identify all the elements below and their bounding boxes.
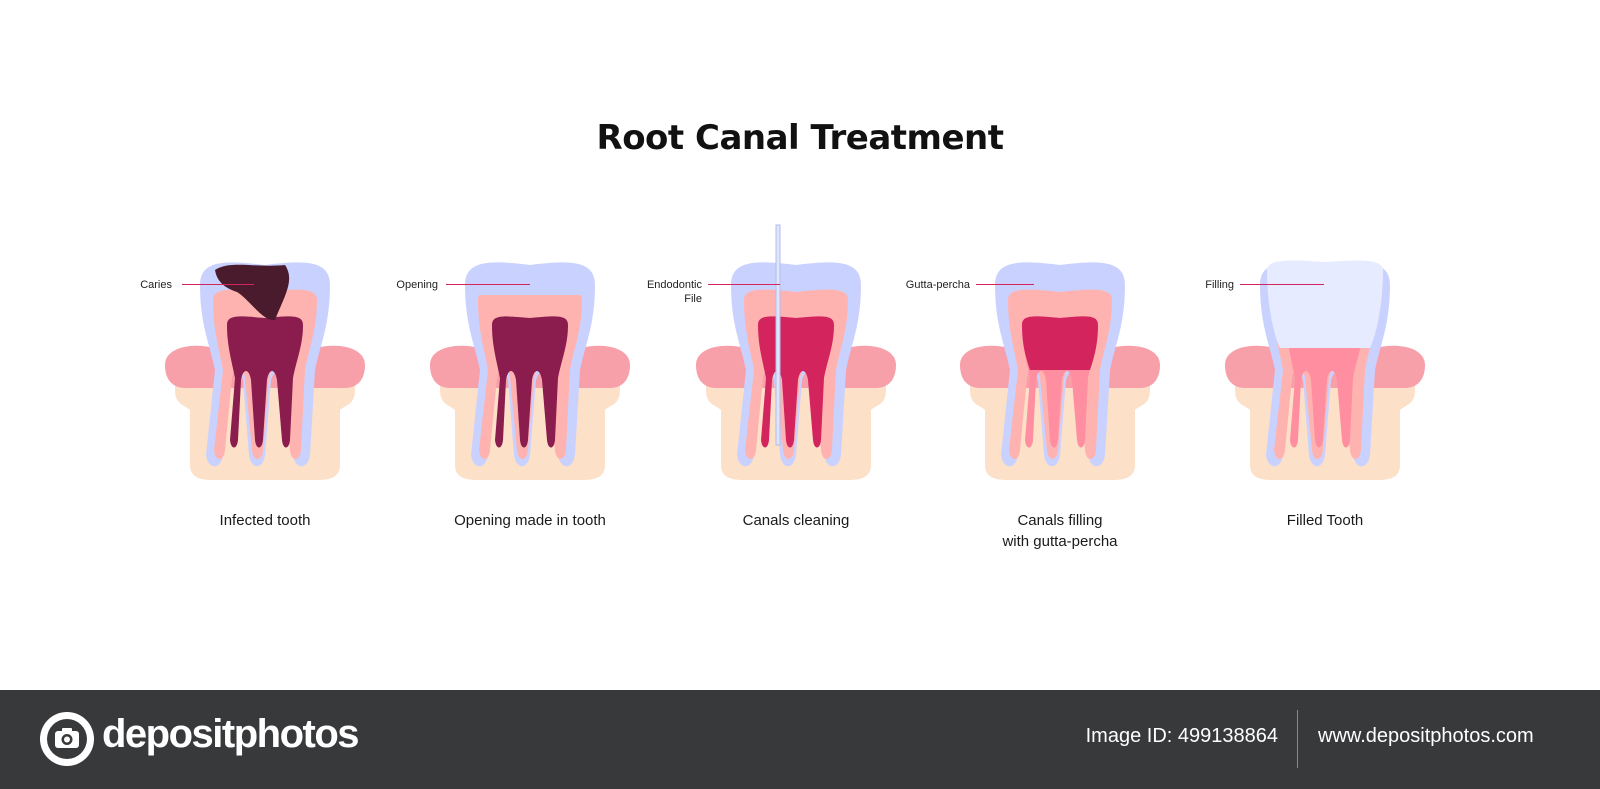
- callout-leader-line: [182, 284, 254, 285]
- callout-leader-line: [446, 284, 530, 285]
- step-label-cleaning: Canals cleaning: [742, 512, 850, 529]
- endodontic-file: [775, 224, 781, 446]
- callout-opening: Opening: [396, 279, 438, 291]
- camera-logo-icon[interactable]: [38, 710, 96, 768]
- callout-caries: Caries: [140, 279, 172, 291]
- infected-pulp: [227, 316, 303, 448]
- tooth-gutta-percha-illustration: [960, 262, 1160, 480]
- caries-cavity: [215, 264, 290, 321]
- callout-leader-line: [976, 284, 1034, 285]
- callout-endodontic-file: Endodontic File: [646, 279, 702, 305]
- brand-name[interactable]: depositphotos: [102, 712, 360, 756]
- tooth-cleaning: [676, 224, 916, 500]
- site-url-link[interactable]: www.depositphotos.com: [1318, 725, 1534, 747]
- callout-filling: Filling: [1205, 279, 1234, 291]
- tooth-infected: [145, 230, 385, 500]
- tooth-opening-illustration: [430, 262, 630, 480]
- infected-pulp: [492, 316, 568, 448]
- access-opening: [480, 265, 580, 295]
- footer-bar: depositphotos Image ID: 499138864 www.de…: [0, 690, 1600, 789]
- callout-leader-line: [708, 284, 780, 285]
- callout-leader-line: [1240, 284, 1324, 285]
- tooth-filled-illustration: [1225, 260, 1425, 480]
- page-title: Root Canal Treatment: [596, 118, 1004, 158]
- step-label-infected: Infected tooth: [219, 512, 311, 529]
- tooth-filled: [1205, 230, 1445, 500]
- gutta-percha-mass: [1022, 316, 1098, 370]
- step-label-gutta-percha: Canals filling with gutta-percha: [1002, 512, 1118, 550]
- callout-gutta-percha: Gutta-percha: [905, 279, 970, 291]
- footer-divider: [1297, 710, 1298, 768]
- sealed-canal: [1287, 316, 1363, 448]
- step-label-filled: Filled Tooth: [1286, 512, 1364, 529]
- step-label-opening: Opening made in tooth: [454, 512, 606, 529]
- tooth-cleaning-illustration: [696, 224, 896, 480]
- crown-filling: [1267, 260, 1383, 348]
- diagram-canvas: Root Canal Treatment Caries Infected too…: [140, 118, 1445, 550]
- tooth-gutta-percha: [940, 230, 1180, 500]
- image-id: Image ID: 499138864: [1085, 725, 1278, 747]
- tooth-infected-illustration: [165, 262, 365, 480]
- tooth-opening: [410, 230, 650, 500]
